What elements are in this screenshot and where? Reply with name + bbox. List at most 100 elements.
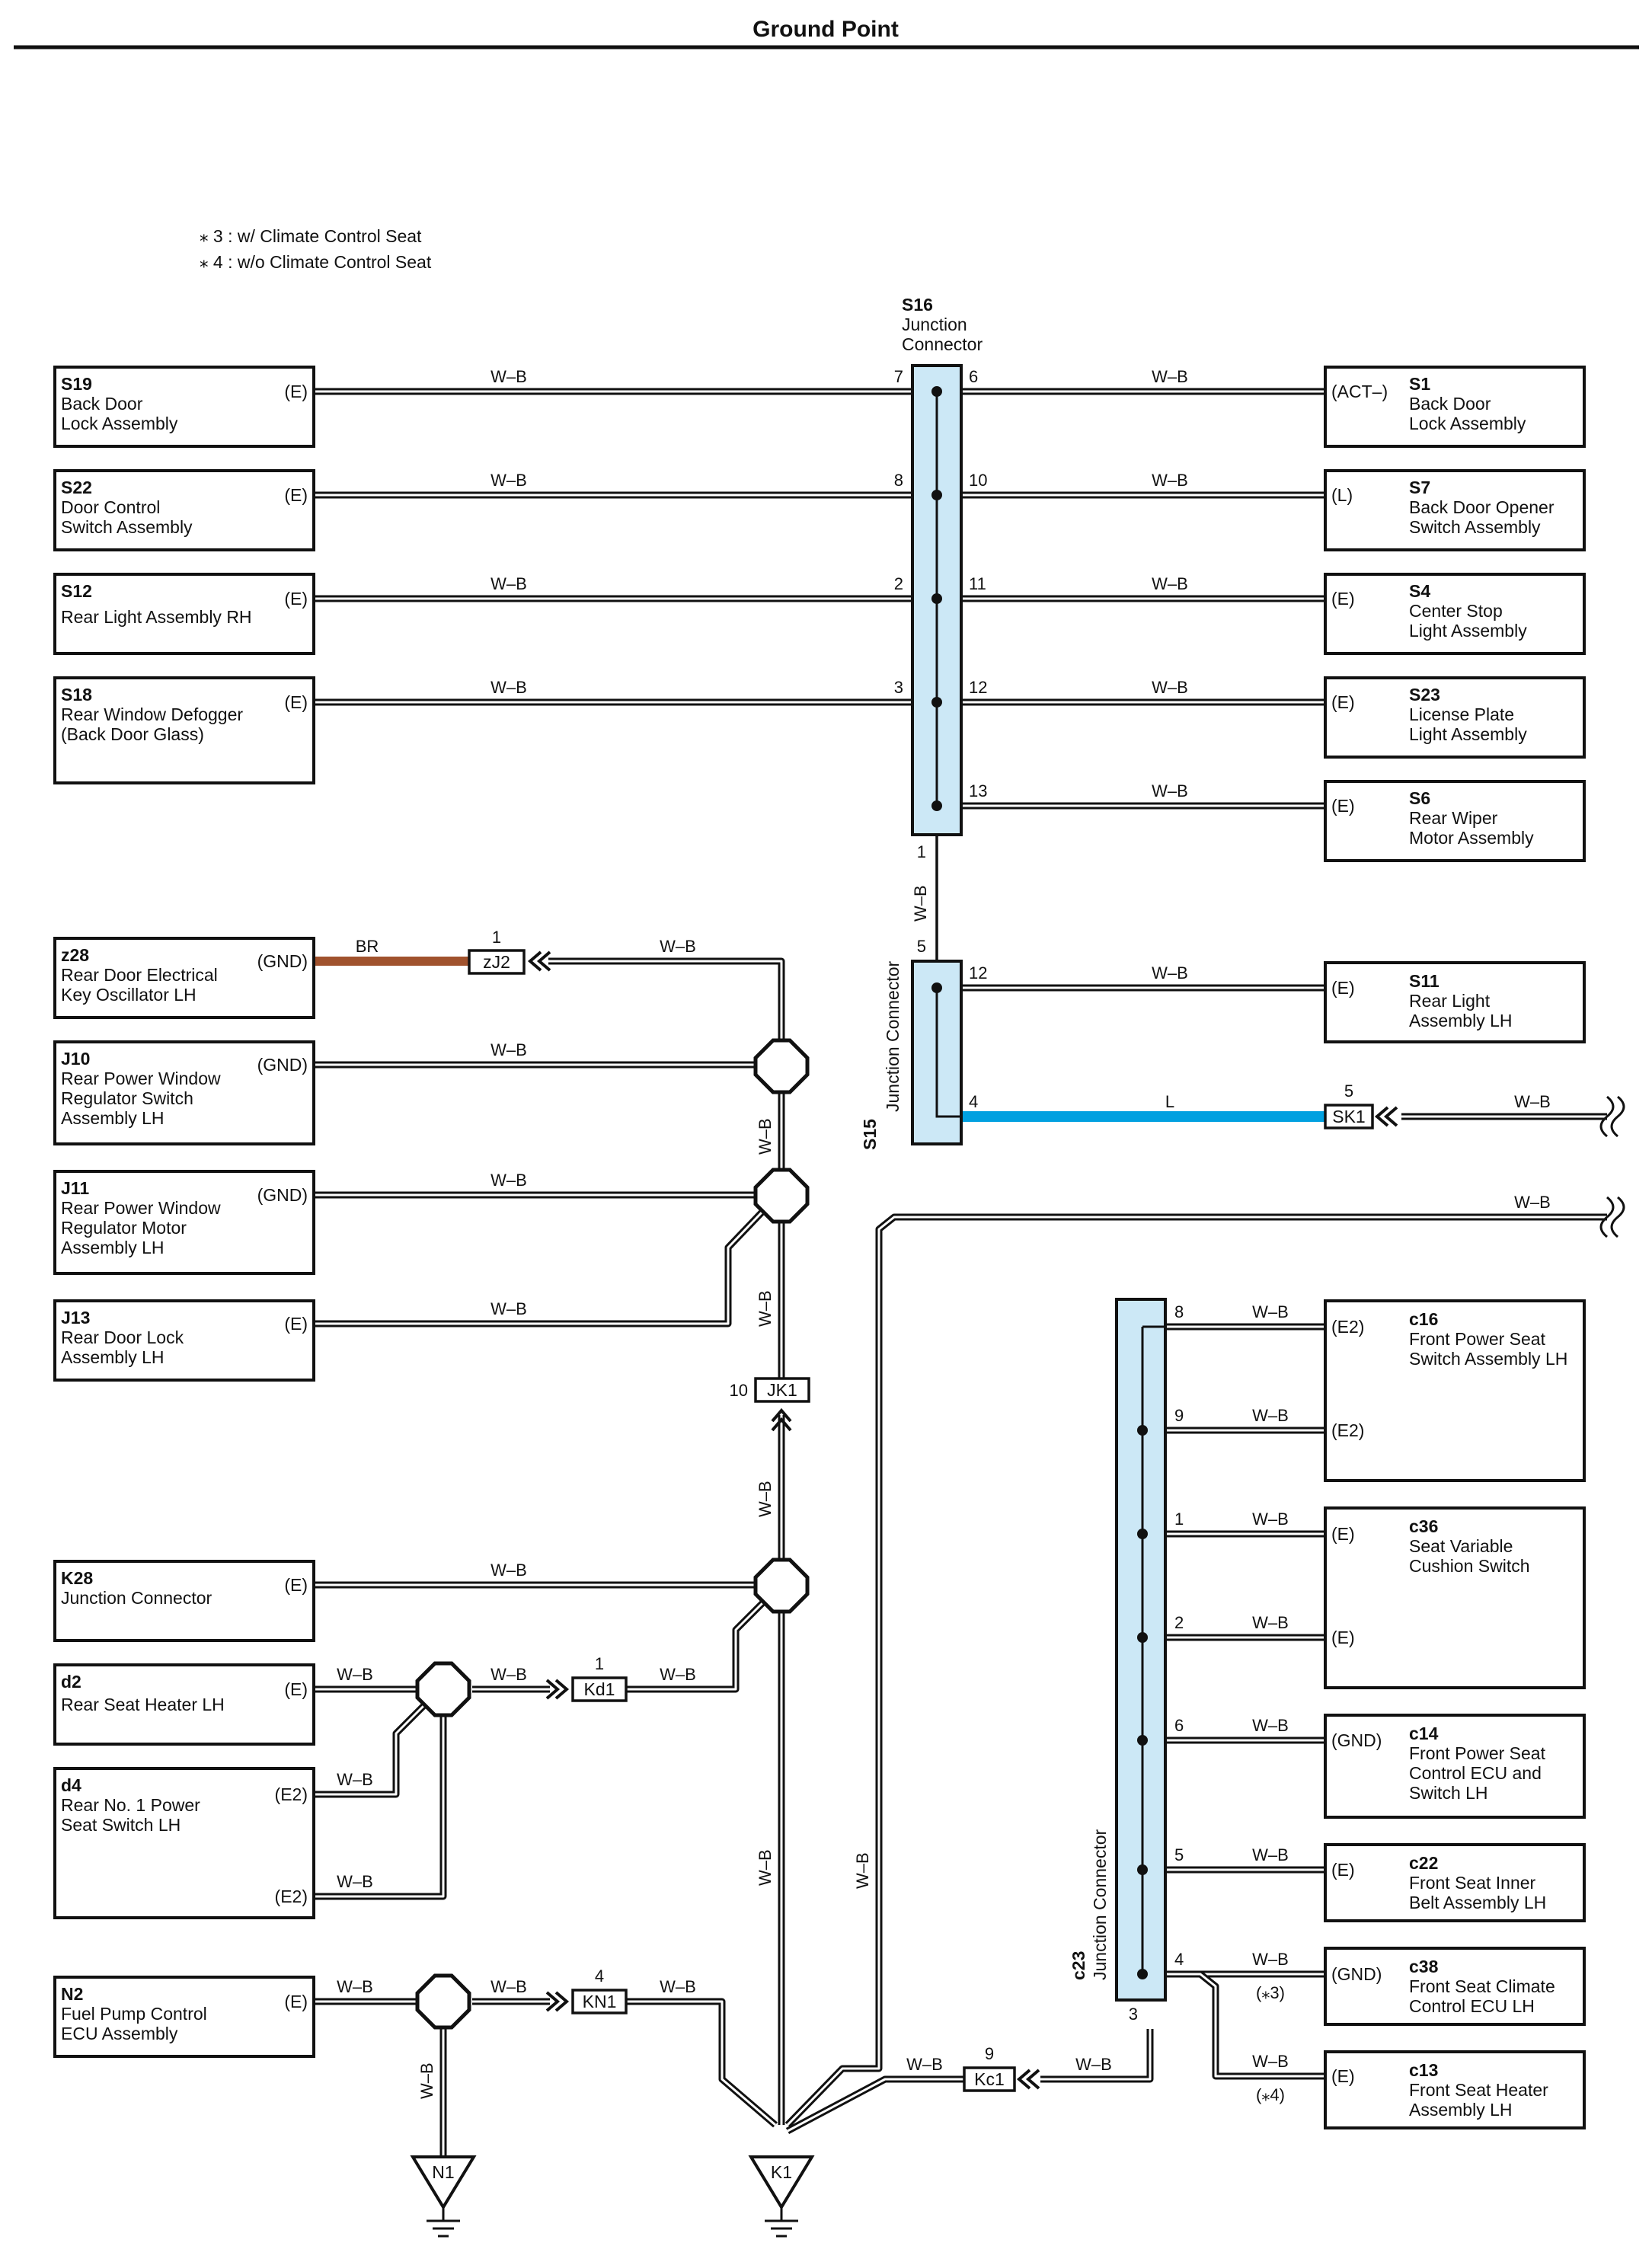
components-c13-l1: Front Seat Heater [1409, 2080, 1548, 2100]
components-s18-l2: (Back Door Glass) [61, 724, 204, 744]
connector-jk1: JK1 10 [730, 1377, 810, 1432]
junction-c23-id: c23 [1069, 1951, 1088, 1980]
inline-connectors-zj2-id: zJ2 [483, 952, 510, 972]
component-s1: (ACT–) S1 Back Door Lock Assembly [1324, 366, 1586, 448]
wire-labels-wb: W–B [1152, 471, 1188, 490]
junction-s16-id: S16 [902, 295, 933, 315]
components-s11-term: (E) [1331, 978, 1355, 998]
components-s4-l2: Light Assembly [1409, 621, 1527, 641]
pins-s16-6: 6 [969, 367, 978, 386]
components-c22-l2: Belt Assembly LH [1409, 1893, 1546, 1912]
wire-labels-wb: W–B [756, 1849, 775, 1886]
wire-labels-l: L [1165, 1092, 1174, 1111]
component-s12: S12 Rear Light Assembly RH (E) [53, 573, 315, 655]
components-c36-l2: Cushion Switch [1409, 1556, 1530, 1576]
junction-c23: Junction Connector c23 [1069, 1298, 1167, 2002]
wire-labels-wb: W–B [1252, 1845, 1289, 1864]
wire-labels-wb: W–B [490, 1977, 527, 1996]
wire-labels-wb: W–B [490, 1040, 527, 1059]
option-climate-seat: (⁎3) [1256, 1983, 1285, 2002]
components-c13-term: (E) [1331, 2066, 1355, 2086]
components-d4-l2: Seat Switch LH [61, 1815, 181, 1835]
pins-c23-8: 8 [1174, 1302, 1184, 1321]
components-c16-term2: (E2) [1331, 1420, 1364, 1440]
wire-labels-wb: W–B [417, 2062, 436, 2099]
components-s18-l1: Rear Window Defogger [61, 704, 243, 724]
components-k28-term: (E) [284, 1575, 308, 1595]
components-s4-l1: Center Stop [1409, 601, 1503, 621]
wire-labels-wb: W–B [1252, 1406, 1289, 1425]
components-s23-term: (E) [1331, 692, 1355, 712]
pins-s16-3: 3 [894, 678, 903, 697]
components-c36-l1: Seat Variable [1409, 1536, 1513, 1556]
component-d2: d2 Rear Seat Heater LH (E) [53, 1663, 315, 1746]
components-s19-l1: Back Door [61, 394, 143, 414]
wire-labels-wb: W–B [490, 1299, 527, 1318]
components-j10-l3: Assembly LH [61, 1108, 164, 1128]
components-c22-id: c22 [1409, 1853, 1438, 1873]
junction-s15-id: S15 [860, 1119, 880, 1150]
component-c16: (E2) (E2) c16 Front Power Seat Switch As… [1324, 1299, 1586, 1482]
components-s19-id: S19 [61, 374, 92, 394]
components-s1-l2: Lock Assembly [1409, 414, 1526, 433]
component-s19: S19 Back Door Lock Assembly (E) [53, 366, 315, 448]
components-s22-term: (E) [284, 485, 308, 505]
splice-icon [753, 1558, 810, 1614]
components-d4-l1: Rear No. 1 Power [61, 1795, 200, 1815]
wire-labels-br: BR [356, 937, 379, 956]
wire-labels-wb: W–B [490, 1561, 527, 1580]
components-s11-l1: Rear Light [1409, 991, 1491, 1011]
component-n2: N2 Fuel Pump Control ECU Assembly (E) [53, 1976, 315, 2058]
pins-c23-2: 2 [1174, 1613, 1184, 1632]
component-s4: (E) S4 Center Stop Light Assembly [1324, 573, 1586, 655]
components-s6-term: (E) [1331, 796, 1355, 816]
wire-labels-wb: W–B [490, 471, 527, 490]
wire-labels-wb: W–B [1152, 963, 1188, 982]
pins-c23-1: 1 [1174, 1510, 1184, 1529]
junction-s16-name2: Connector [902, 334, 983, 354]
component-s7: (L) S7 Back Door Opener Switch Assembly [1324, 469, 1586, 551]
components-k28-id: K28 [61, 1568, 93, 1588]
pins-s15-5: 5 [917, 937, 926, 956]
components-s18-term: (E) [284, 692, 308, 712]
components-s4-id: S4 [1409, 581, 1430, 601]
components-c22-l1: Front Seat Inner [1409, 1873, 1536, 1893]
components-s6-l2: Motor Assembly [1409, 828, 1534, 848]
pins-s16-13: 13 [969, 781, 987, 800]
wire-break-icon [1599, 1095, 1625, 1138]
pins-s15-4: 4 [969, 1092, 978, 1111]
components-s12-id: S12 [61, 581, 92, 601]
components-c16-term1: (E2) [1331, 1317, 1364, 1337]
components-c14-l2: Control ECU and [1409, 1763, 1542, 1783]
components-s4-term: (E) [1331, 589, 1355, 609]
components-s23-l2: Light Assembly [1409, 724, 1527, 744]
note-climate-seat: ⁎ 3 : w/ Climate Control Seat [200, 226, 422, 246]
components-c38-l2: Control ECU LH [1409, 1996, 1535, 2016]
components-s7-term: (L) [1331, 485, 1353, 505]
components-j13-term: (E) [284, 1314, 308, 1334]
component-s6: (E) S6 Rear Wiper Motor Assembly [1324, 780, 1586, 862]
component-s18: S18 Rear Window Defogger (Back Door Glas… [53, 676, 315, 784]
pins-s16-7: 7 [894, 367, 903, 386]
ground-k1: K1 [748, 2155, 815, 2238]
wire-labels-wb: W–B [756, 1481, 775, 1517]
junction-c23-name: Junction Connector [1090, 1829, 1110, 1980]
wire-labels-wb: W–B [337, 1872, 373, 1891]
option-no-climate-seat: (⁎4) [1256, 2085, 1285, 2104]
component-z28: z28 Rear Door Electrical Key Oscillator … [53, 937, 315, 1019]
wire-labels-wb: W–B [1252, 1613, 1289, 1632]
components-s12-term: (E) [284, 589, 308, 609]
connector-kc1: Kc1 9 [963, 2044, 1040, 2092]
components-s7-l1: Back Door Opener [1409, 497, 1555, 517]
component-c22: (E) c22 Front Seat Inner Belt Assembly L… [1324, 1843, 1586, 1922]
components-c36-term2: (E) [1331, 1628, 1355, 1647]
pins-c23-3: 3 [1129, 2005, 1138, 2024]
components-s22-id: S22 [61, 478, 92, 497]
components-c16-id: c16 [1409, 1309, 1438, 1329]
inline-connectors-kd1-id: Kd1 [584, 1679, 615, 1699]
component-c38: (GND) c38 Front Seat Climate Control ECU… [1324, 1947, 1586, 2026]
junction-s15-name: Junction Connector [883, 960, 903, 1112]
splice-icon [753, 1038, 810, 1094]
inline-connectors-kd1-pin: 1 [595, 1654, 604, 1673]
